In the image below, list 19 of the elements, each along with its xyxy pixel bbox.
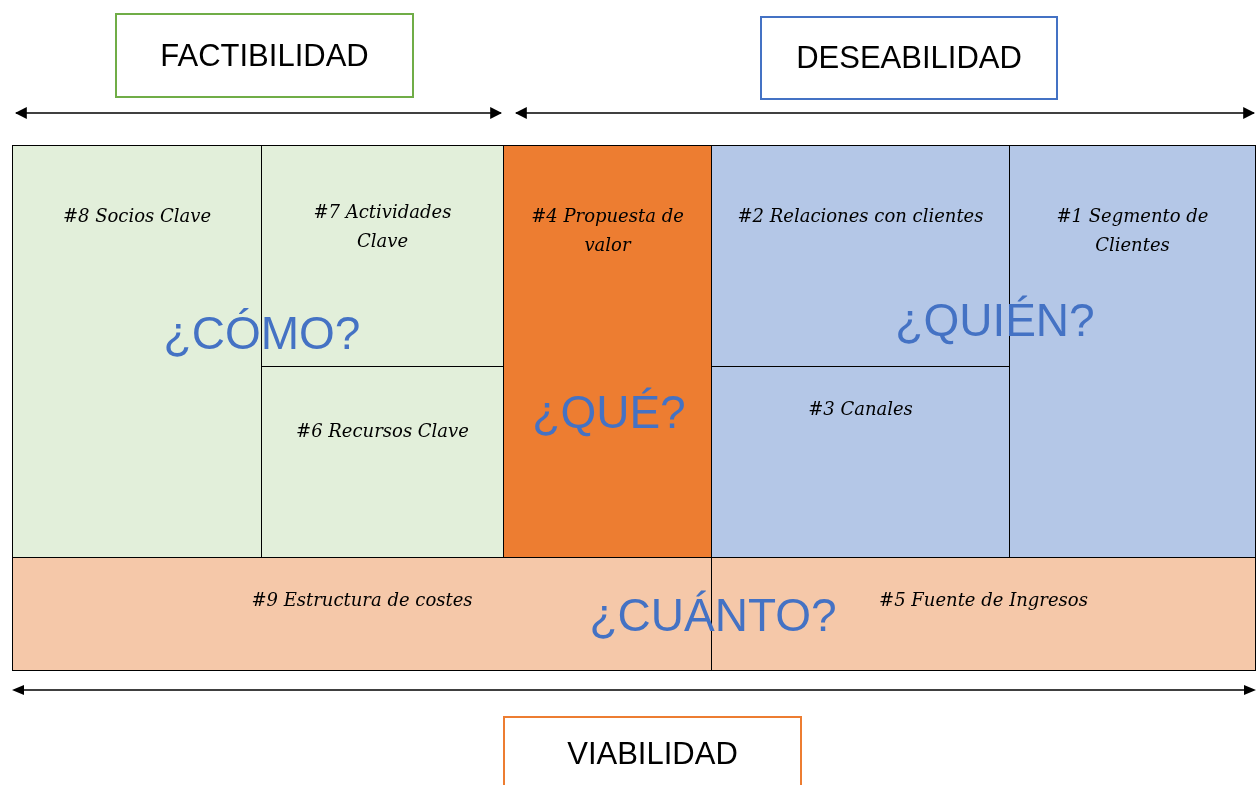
canvas-block	[503, 145, 712, 558]
canvas-block	[711, 366, 1010, 558]
block-title: #9 Estructura de costes	[250, 588, 474, 612]
canvas-block	[261, 366, 504, 558]
block-title: #4 Propuesta de valor	[530, 204, 685, 257]
block-title: #8 Socios Clave	[61, 204, 213, 228]
block-title: #7 Actividades Clave	[312, 200, 453, 253]
block-title: #1 Segmento de Clientes	[1055, 204, 1210, 257]
block-title: #2 Relaciones con clientes	[736, 204, 985, 228]
heading-box	[115, 13, 414, 98]
heading-box	[503, 716, 802, 785]
heading-text: FACTIBILIDAD	[160, 37, 369, 74]
block-title: #3 Canales	[807, 397, 914, 421]
heading-text: VIABILIDAD	[567, 735, 738, 772]
heading-box	[760, 16, 1058, 100]
block-title: #5 Fuente de Ingresos	[878, 588, 1089, 612]
heading-text: DESEABILIDAD	[796, 40, 1022, 76]
question-label: ¿QUÉ?	[532, 385, 686, 439]
block-title: #6 Recursos Clave	[295, 419, 470, 443]
